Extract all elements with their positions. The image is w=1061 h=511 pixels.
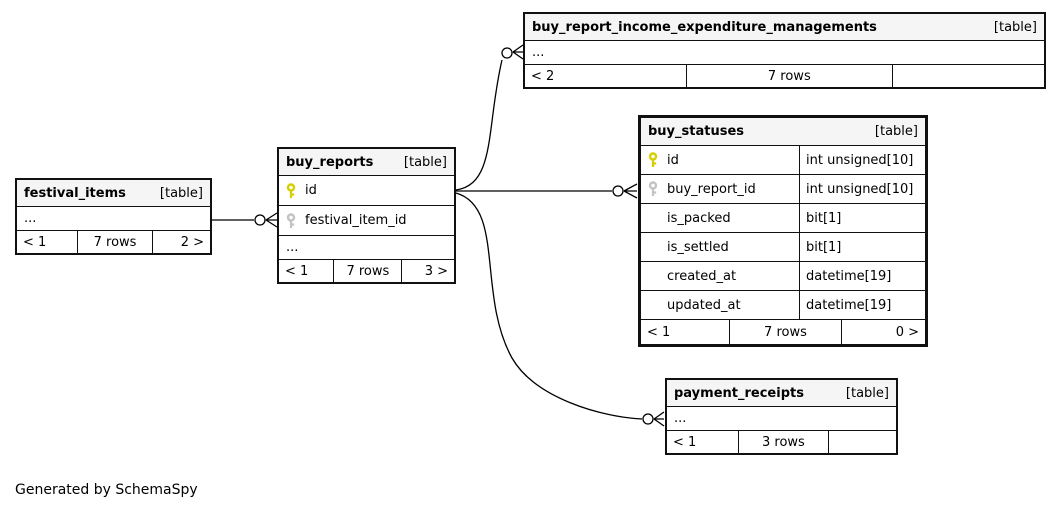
column-name: created_at bbox=[667, 268, 737, 284]
column-name-cell: created_at bbox=[641, 262, 800, 290]
related-next-count[interactable]: 2 > bbox=[180, 234, 204, 250]
primary-key-icon bbox=[286, 182, 296, 199]
foreign-key-icon bbox=[286, 212, 296, 229]
related-next-count bbox=[893, 65, 1044, 87]
related-prev-count[interactable]: < 2 bbox=[525, 65, 688, 87]
column-row-updated_at: updated_at datetime[19] bbox=[641, 291, 925, 320]
column-name: buy_report_id bbox=[667, 181, 756, 197]
ellipsis-row: ... bbox=[17, 207, 210, 231]
related-prev-count[interactable]: < 1 bbox=[641, 320, 731, 344]
row-count: 7 rows bbox=[687, 65, 893, 87]
table-header: buy_reports [table] bbox=[279, 149, 454, 176]
column-name-cell: is_settled bbox=[641, 233, 800, 261]
column-type: datetime[19] bbox=[806, 268, 892, 284]
ellipsis-text: ... bbox=[24, 211, 37, 226]
column-type: bit[1] bbox=[806, 239, 842, 255]
row-count: 7 rows bbox=[78, 231, 154, 253]
ellipsis-text: ... bbox=[674, 411, 687, 426]
related-next-count[interactable]: 3 > bbox=[424, 263, 448, 279]
column-row-festival_item_id: festival_item_id bbox=[279, 206, 454, 236]
table-header: buy_statuses [table] bbox=[641, 118, 925, 146]
table-payment_receipts[interactable]: payment_receipts [table] ... < 1 3 rows bbox=[665, 378, 898, 455]
table-header: festival_items [table] bbox=[17, 180, 210, 207]
column-name-cell: updated_at bbox=[641, 291, 800, 319]
row-count: 7 rows bbox=[334, 260, 403, 282]
column-type: int unsigned[10] bbox=[806, 152, 914, 168]
column-row-buy_report_id: buy_report_id int unsigned[10] bbox=[641, 175, 925, 204]
table-footer: < 1 7 rows 2 > bbox=[17, 231, 210, 253]
table-buy_reports[interactable]: buy_reports [table] id festival_item_id bbox=[277, 147, 456, 284]
relation-buy_reports-buy_report_income_expenditure_managements bbox=[455, 59, 503, 191]
table-tag: [table] bbox=[403, 154, 447, 170]
table-footer: < 1 7 rows 3 > bbox=[279, 260, 454, 282]
table-footer: < 1 3 rows bbox=[667, 431, 896, 453]
related-prev-count[interactable]: < 1 bbox=[17, 231, 79, 253]
table-name-link[interactable]: buy_reports bbox=[286, 154, 374, 170]
related-next-count[interactable]: 0 > bbox=[895, 324, 920, 340]
table-footer: < 1 7 rows 0 > bbox=[641, 320, 925, 344]
table-footer: < 2 7 rows bbox=[525, 65, 1044, 87]
column-row-id: id bbox=[279, 176, 454, 206]
related-prev-count[interactable]: < 1 bbox=[667, 431, 740, 453]
column-name: id bbox=[667, 152, 679, 168]
ellipsis-text: ... bbox=[286, 240, 299, 255]
primary-key-icon bbox=[648, 152, 658, 168]
table-name-link[interactable]: buy_statuses bbox=[648, 124, 745, 139]
column-name-cell: id bbox=[641, 146, 800, 174]
table-tag: [table] bbox=[159, 185, 203, 201]
ellipsis-row: ... bbox=[525, 41, 1044, 65]
table-header: buy_report_income_expenditure_management… bbox=[525, 14, 1044, 41]
table-buy_report_income_expenditure_managements[interactable]: buy_report_income_expenditure_management… bbox=[523, 12, 1046, 89]
column-name: is_packed bbox=[667, 210, 731, 226]
ellipsis-text: ... bbox=[532, 45, 545, 60]
zero-circle-markers bbox=[254, 47, 654, 425]
column-name-cell: buy_report_id bbox=[641, 175, 800, 203]
row-count: 3 rows bbox=[739, 431, 829, 453]
table-festival_items[interactable]: festival_items [table] ... < 1 7 rows 2 … bbox=[15, 178, 212, 255]
table-tag: [table] bbox=[845, 385, 889, 401]
column-row-is_settled: is_settled bit[1] bbox=[641, 233, 925, 262]
table-tag: [table] bbox=[874, 124, 918, 139]
column-type: datetime[19] bbox=[806, 297, 892, 313]
table-buy_statuses[interactable]: buy_statuses [table] id int unsigned[10] bbox=[638, 115, 928, 347]
ellipsis-row: ... bbox=[279, 236, 454, 260]
table-header: payment_receipts [table] bbox=[667, 380, 896, 407]
generated-by-note: Generated by SchemaSpy bbox=[15, 482, 198, 498]
table-name-link[interactable]: buy_report_income_expenditure_management… bbox=[532, 19, 877, 35]
column-name: updated_at bbox=[667, 297, 741, 313]
related-next-count bbox=[829, 431, 896, 453]
column-name: festival_item_id bbox=[305, 213, 407, 228]
table-name-link[interactable]: festival_items bbox=[24, 185, 126, 201]
table-tag: [table] bbox=[993, 19, 1037, 35]
row-count: 7 rows bbox=[730, 320, 842, 344]
column-row-id: id int unsigned[10] bbox=[641, 146, 925, 175]
column-row-created_at: created_at datetime[19] bbox=[641, 262, 925, 291]
crow-foot-markers bbox=[265, 44, 665, 427]
relation-buy_reports-payment_receipts bbox=[455, 192, 643, 420]
column-row-is_packed: is_packed bit[1] bbox=[641, 204, 925, 233]
column-name: is_settled bbox=[667, 239, 729, 255]
foreign-key-icon bbox=[648, 181, 658, 197]
column-name: id bbox=[305, 183, 317, 198]
table-name-link[interactable]: payment_receipts bbox=[674, 385, 804, 401]
column-type: bit[1] bbox=[806, 210, 842, 226]
related-prev-count[interactable]: < 1 bbox=[279, 260, 335, 282]
column-name-cell: is_packed bbox=[641, 204, 800, 232]
ellipsis-row: ... bbox=[667, 407, 896, 431]
column-type: int unsigned[10] bbox=[806, 181, 914, 197]
